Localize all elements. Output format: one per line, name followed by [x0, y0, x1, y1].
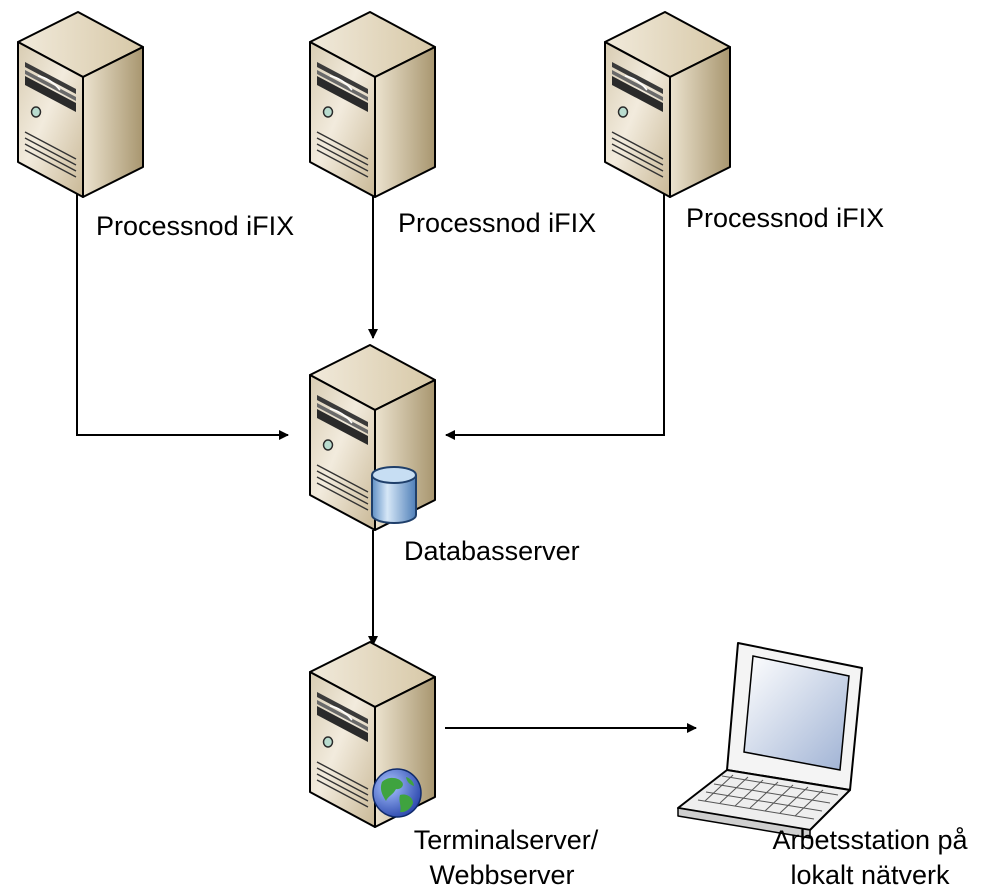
tower-server-icon — [17, 11, 144, 198]
globe-icon — [372, 768, 422, 818]
database-server-label: Databasserver — [404, 536, 580, 566]
tower-server-icon — [309, 11, 436, 198]
connectors — [76, 193, 697, 733]
terminal-web-server[interactable]: Terminalserver/ Webbserver — [309, 641, 599, 890]
connector-process1-to-database — [76, 193, 289, 440]
laptop-icon — [677, 642, 863, 839]
connector-process3-to-database — [445, 193, 665, 440]
process-node-2-label: Processnod iFIX — [398, 208, 596, 238]
process-node-3[interactable]: Processnod iFIX — [604, 11, 884, 233]
database-server[interactable]: Databasserver — [309, 344, 580, 566]
process-node-2[interactable]: Processnod iFIX — [309, 11, 596, 238]
process-node-3-label: Processnod iFIX — [686, 203, 884, 233]
process-node-1[interactable]: Processnod iFIX — [17, 11, 294, 241]
workstation-label-line2: lokalt nätverk — [790, 860, 950, 890]
workstation-label-line1: Arbetsstation på — [772, 825, 968, 855]
tower-server-icon — [604, 11, 731, 198]
terminal-server-label-line1: Terminalserver/ — [414, 825, 599, 855]
terminal-server-label-line2: Webbserver — [429, 860, 574, 890]
workstation[interactable]: Arbetsstation på lokalt nätverk — [677, 642, 969, 890]
process-node-1-label: Processnod iFIX — [96, 211, 294, 241]
database-cylinder-icon — [371, 466, 417, 524]
